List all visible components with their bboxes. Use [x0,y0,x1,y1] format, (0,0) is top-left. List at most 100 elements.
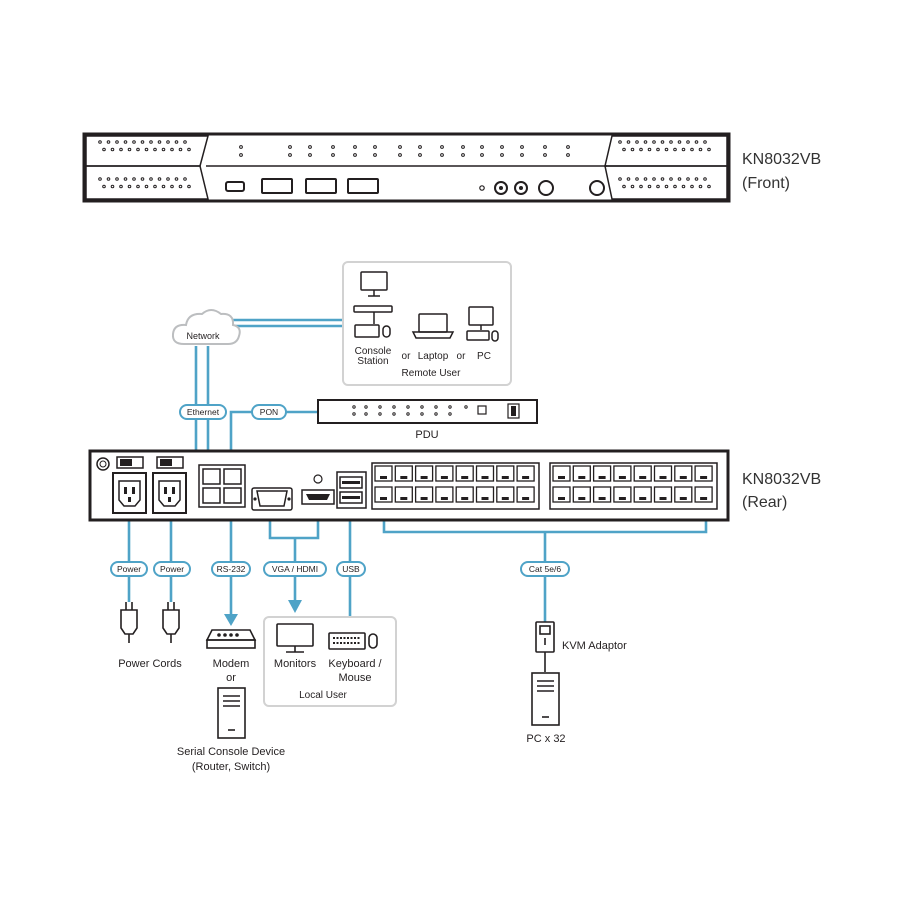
rj45-latch [522,497,530,500]
vent-hole [681,147,686,152]
vent-hole [119,184,123,189]
vent-hole [136,147,140,152]
rj45-latch [659,476,667,479]
status-led [398,145,402,149]
status-led [239,153,243,157]
rj45-port [435,486,454,503]
vent-hole [635,140,639,144]
pdu-led [364,412,368,416]
vga-hdmi-arrow-icon [288,600,302,613]
vent-hole [136,184,140,189]
mouse-label: Mouse [338,672,371,684]
kvm-adaptor-label: KVM Adaptor [562,640,627,652]
pdu-led [434,405,438,409]
vent-hole [187,147,191,152]
vent-hole [119,147,123,152]
pc-label: PC [477,351,491,362]
rj45-latch [440,476,448,479]
vent-hole [694,140,699,144]
front-audio-jack-2 [514,181,528,195]
vga-hdmi-label: VGA / HDMI [272,564,318,574]
pdu-led [406,412,410,416]
vent-hole [656,184,660,189]
power-socket-1 [112,472,147,514]
rj45-latch [618,476,626,479]
status-led [461,153,465,157]
front-audio-jack-1 [494,181,508,195]
rj45-latch [380,476,387,479]
rj45-latch [679,476,687,479]
status-led [373,145,377,149]
status-led [480,145,484,149]
vent-hole [626,177,631,181]
pdu-led [434,412,438,416]
pdu-led [464,405,468,409]
pill-vga-hdmi: VGA / HDMI [263,561,327,577]
status-led [520,153,524,157]
vent-hole [106,140,111,144]
vent-hole [660,140,665,144]
vent-hole [643,177,648,181]
rj45-port [653,465,673,482]
vent-hole [698,147,703,152]
pdu-led [406,405,410,409]
rj45-port [455,465,474,482]
rj45-latch [461,476,469,479]
vent-hole [656,147,660,152]
rj45-port [455,486,474,503]
front-panel [82,132,731,203]
pdu-device [317,399,538,424]
status-led [353,145,357,149]
pill-ethernet: Ethernet [179,404,227,420]
status-led [500,145,504,149]
network-label: Network [186,331,220,341]
rj45-port [674,465,693,482]
rj45-latch [400,476,408,479]
rear-hdmi-port [301,474,335,505]
serial-console-device-icon [217,687,246,739]
or-label-1: or [402,351,412,362]
vent-hole [127,147,132,152]
vent-hole [178,147,183,152]
network-cloud-icon [171,309,241,345]
rj45-latch [481,476,489,479]
rj45-port [552,486,571,503]
vent-hole [643,140,648,144]
power-label-2: Power [160,564,184,574]
vent-hole [166,177,170,181]
status-led [543,145,547,149]
pill-power-2: Power [153,561,191,577]
rj45-latch [700,497,708,500]
local-user-label: Local User [299,690,347,701]
modem-or-label: or [226,672,236,684]
keyboard-label: Keyboard / [328,658,382,670]
rj45-port [516,465,535,482]
vent-hole [140,177,145,181]
vent-hole [681,184,686,189]
kvm-adaptor-icon [535,621,555,672]
pdu-led [378,405,382,409]
vent-hole [102,184,106,189]
vent-hole [110,147,115,152]
vent-hole [652,177,656,181]
pill-rs232: RS-232 [211,561,251,577]
vent-hole [170,184,174,189]
rj45-latch [598,476,606,479]
rj45-latch [659,497,667,500]
vent-hole [622,147,626,152]
pc-icon [466,306,499,342]
pdu-label: PDU [415,429,438,441]
rear-panel [88,449,730,522]
rj45-port [653,486,673,503]
vent-hole [132,140,136,144]
vent-hole [161,184,166,189]
vent-hole [622,184,626,189]
vent-hole [123,177,128,181]
status-led [440,153,444,157]
vent-hole [673,147,677,152]
rj45-latch [558,476,565,479]
vent-hole [669,140,673,144]
front-usb-port-1 [261,178,293,194]
rj45-port [674,486,693,503]
